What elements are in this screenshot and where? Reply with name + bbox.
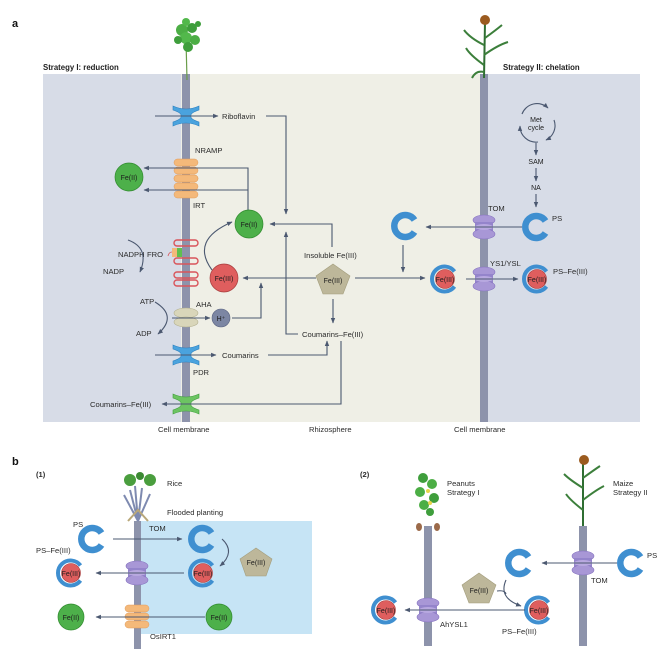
ys1-ysl-label: YS1/YSL <box>490 259 521 268</box>
proton-ion <box>211 308 231 328</box>
fro-label: FRO <box>147 250 163 259</box>
tom-label: TOM <box>488 204 505 213</box>
fe2-flooded-b1-label: Fe(II) <box>211 615 228 622</box>
fe3-rhizosphere-label: Fe(III) <box>215 276 234 283</box>
sub-panel-1-label: (1) <box>36 470 46 479</box>
ps-fe3-b2-inner-label: Fe(III) <box>530 608 549 615</box>
aha-label: AHA <box>196 300 213 309</box>
nadph-label: NADPH <box>118 250 145 259</box>
ps-label: PS <box>552 214 562 223</box>
irt-transporter-icon <box>173 174 199 199</box>
dicot-plant-icon <box>174 18 201 81</box>
ps-label-b2: PS <box>647 551 657 560</box>
ps-fe3-inside-inner-label: Fe(III) <box>528 277 547 284</box>
fro-enzyme-icon <box>167 239 199 287</box>
pdr-label: PDR <box>193 368 210 377</box>
ps-fe3-label: PS–Fe(III) <box>553 267 588 276</box>
adp-label: ADP <box>136 329 152 338</box>
irt-label: IRT <box>193 201 205 210</box>
osirt1-label: OsIRT1 <box>150 632 176 641</box>
insoluble-fe3-pentagon <box>315 263 351 295</box>
fe2-inside-label: Fe(II) <box>121 175 138 182</box>
maize-strategy-label: Strategy II <box>613 488 648 497</box>
cell-membrane-right-label: Cell membrane <box>454 425 506 434</box>
aha-pump-icon <box>173 307 199 328</box>
coumarins-label: Coumarins <box>222 351 259 360</box>
insoluble-fe3-b2-label: Fe(III) <box>470 588 489 595</box>
grass-plant-icon <box>463 15 509 79</box>
met-cycle-icon <box>517 102 556 143</box>
ps-fe3-label-b1: PS–Fe(III) <box>36 546 71 555</box>
ps-fe3-flooded-b1-label: Fe(III) <box>194 571 213 578</box>
rice-label: Rice <box>167 479 182 488</box>
strategy-i-title: Strategy I: reduction <box>43 63 119 72</box>
panel-a-label: a <box>12 18 19 30</box>
fe3-ion-rhizosphere <box>209 263 239 293</box>
ps-siderophore-outside-icon <box>81 528 101 550</box>
ps-fe3-peanut-inner-label: Fe(III) <box>377 608 396 615</box>
insoluble-fe3-label: Insoluble Fe(III) <box>304 251 357 260</box>
ps-label-b1: PS <box>73 520 83 529</box>
peanut-root-membrane <box>424 526 432 646</box>
fe2-ion-flooded-b1 <box>205 603 233 631</box>
peanuts-label: Peanuts <box>447 479 475 488</box>
insoluble-fe3-pentagon-b1 <box>239 547 273 577</box>
strategy-ii-title: Strategy II: chelation <box>503 63 580 72</box>
fe2-ion-inside-b1 <box>57 603 85 631</box>
fe2-ion-inside <box>114 162 144 192</box>
rice-plant-icon <box>123 472 156 522</box>
peanut-plant-icon <box>415 473 440 531</box>
sam-label: SAM <box>528 159 543 166</box>
ps-fe3-inside-b1-label: Fe(III) <box>62 571 81 578</box>
ps-siderophore-maize-icon <box>620 552 640 574</box>
na-label: NA <box>531 185 541 192</box>
sub-panel-2-label: (2) <box>360 470 370 479</box>
cell-membrane-left <box>182 74 190 422</box>
atp-label: ATP <box>140 297 154 306</box>
ps-siderophore-rhizosphere-b2-icon <box>508 552 528 574</box>
riboflavin-label: Riboflavin <box>222 112 255 121</box>
coumarins-fe3-inside-label: Coumarins–Fe(III) <box>90 400 152 409</box>
met-cycle-line2: cycle <box>528 125 544 132</box>
insoluble-fe3-b1-label: Fe(III) <box>247 560 266 567</box>
flooded-planting-label: Flooded planting <box>167 508 223 517</box>
tom-label-b2: TOM <box>591 576 608 585</box>
ps-fe3-label-b2: PS–Fe(III) <box>502 627 537 636</box>
root-zone-left <box>43 74 181 422</box>
cell-membrane-right <box>480 74 488 422</box>
root-zone-right <box>485 74 640 422</box>
maize-plant-icon <box>563 455 605 526</box>
rhizosphere-label: Rhizosphere <box>309 425 352 434</box>
insoluble-fe3-pentagon-b2 <box>461 572 497 604</box>
maize-root-membrane <box>579 526 587 646</box>
insoluble-fe3-inner-label: Fe(III) <box>324 278 343 285</box>
peanuts-strategy-label: Strategy I <box>447 488 480 497</box>
proton-label: H⁺ <box>217 316 226 323</box>
ahysl1-label: AhYSL1 <box>440 620 468 629</box>
coumarins-fe3-rhizosphere-label: Coumarins–Fe(III) <box>302 330 364 339</box>
fe2-inside-b1-label: Fe(II) <box>63 615 80 622</box>
panel-b-label: b <box>12 456 19 468</box>
ps-fe3-rhizosphere-inner-label: Fe(III) <box>436 277 455 284</box>
fe2-rhizosphere-label: Fe(II) <box>241 222 258 229</box>
cell-membrane-left-label: Cell membrane <box>158 425 210 434</box>
nadp-label: NADP <box>103 267 124 276</box>
fe2-ion-rhizosphere <box>234 209 264 239</box>
tom-label-b1: TOM <box>149 524 166 533</box>
nramp-label: NRAMP <box>195 146 222 155</box>
maize-label: Maize <box>613 479 633 488</box>
met-cycle-line1: Met <box>530 117 542 124</box>
rhizosphere-zone <box>181 74 485 422</box>
